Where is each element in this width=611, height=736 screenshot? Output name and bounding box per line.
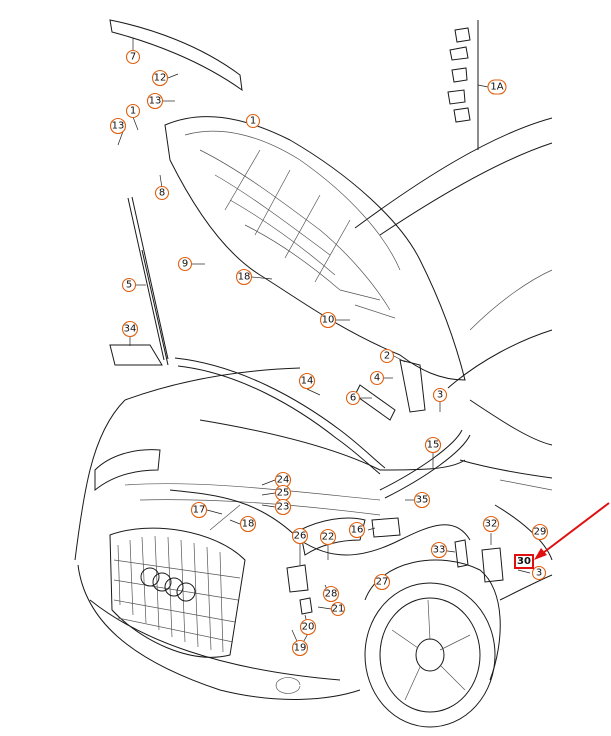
svg-text:3: 3 bbox=[437, 390, 443, 401]
callout-13: 13 bbox=[146, 92, 164, 110]
callout-5: 5 bbox=[121, 277, 137, 293]
gas-strut bbox=[127, 196, 169, 366]
svg-text:10: 10 bbox=[322, 315, 335, 326]
callout-2: 2 bbox=[379, 348, 395, 364]
svg-text:18: 18 bbox=[242, 519, 255, 530]
callout-26: 26 bbox=[291, 527, 309, 545]
callout-6: 6 bbox=[345, 390, 361, 406]
callout-12: 12 bbox=[151, 69, 169, 87]
hood-seal-strip bbox=[109, 19, 243, 92]
callout-18: 18 bbox=[239, 515, 257, 533]
svg-text:13: 13 bbox=[149, 96, 162, 107]
callout-14: 14 bbox=[298, 372, 316, 390]
callout-3: 3 bbox=[531, 565, 547, 581]
hood-hinge bbox=[354, 359, 426, 421]
svg-text:9: 9 bbox=[182, 259, 188, 270]
callout-18: 18 bbox=[235, 268, 253, 286]
svg-text:30: 30 bbox=[517, 556, 531, 567]
svg-text:3: 3 bbox=[536, 568, 542, 579]
svg-text:2: 2 bbox=[384, 351, 390, 362]
callout-29: 29 bbox=[531, 523, 549, 541]
callout-23: 23 bbox=[274, 498, 292, 516]
svg-text:21: 21 bbox=[332, 604, 345, 615]
svg-text:28: 28 bbox=[325, 589, 338, 600]
callout-32: 32 bbox=[482, 515, 500, 533]
svg-text:34: 34 bbox=[124, 324, 137, 335]
leader-lines bbox=[117, 38, 531, 649]
front-wheel bbox=[364, 559, 501, 728]
hood-panel bbox=[164, 116, 466, 381]
callout-28: 28 bbox=[322, 585, 340, 603]
callout-8: 8 bbox=[154, 185, 170, 201]
hood-latch bbox=[286, 564, 313, 615]
callout-1: 1 bbox=[125, 103, 141, 119]
fastener-kit-1A bbox=[447, 20, 489, 150]
svg-text:23: 23 bbox=[277, 502, 290, 513]
svg-text:33: 33 bbox=[433, 545, 446, 556]
svg-text:1A: 1A bbox=[490, 82, 503, 93]
svg-text:13: 13 bbox=[112, 121, 125, 132]
svg-text:12: 12 bbox=[154, 73, 167, 84]
callout-10: 10 bbox=[319, 311, 337, 329]
callout-25: 25 bbox=[274, 484, 292, 502]
callout-15: 15 bbox=[424, 436, 442, 454]
svg-text:6: 6 bbox=[350, 393, 356, 404]
callout-7: 7 bbox=[125, 49, 141, 65]
svg-text:22: 22 bbox=[322, 532, 335, 543]
callout-9: 9 bbox=[177, 256, 193, 272]
svg-text:29: 29 bbox=[534, 527, 547, 538]
seal-14 bbox=[174, 357, 386, 475]
part-16-block bbox=[371, 517, 401, 538]
svg-text:1: 1 bbox=[250, 116, 256, 127]
callout-21: 21 bbox=[330, 601, 346, 617]
callout-16: 16 bbox=[348, 521, 366, 539]
callout-1: 1 bbox=[245, 113, 261, 129]
callout-34: 34 bbox=[121, 320, 139, 338]
vehicle-body-outline bbox=[74, 117, 553, 700]
release-cable bbox=[169, 489, 471, 556]
bracket-33 bbox=[454, 539, 504, 583]
callout-13: 13 bbox=[109, 117, 127, 135]
svg-text:20: 20 bbox=[302, 622, 315, 633]
callout-20: 20 bbox=[299, 618, 317, 636]
callout-27: 27 bbox=[373, 573, 391, 591]
svg-text:8: 8 bbox=[159, 188, 165, 199]
svg-text:14: 14 bbox=[301, 376, 314, 387]
svg-text:17: 17 bbox=[193, 505, 206, 516]
callout-3: 3 bbox=[432, 387, 448, 403]
callout-35: 35 bbox=[413, 491, 431, 509]
callout-1A: 1A bbox=[487, 79, 507, 95]
svg-text:25: 25 bbox=[277, 488, 290, 499]
callout-22: 22 bbox=[319, 528, 337, 546]
svg-text:27: 27 bbox=[376, 577, 389, 588]
callout-4: 4 bbox=[369, 370, 385, 386]
callout-19: 19 bbox=[291, 639, 309, 657]
callout-17: 17 bbox=[190, 501, 208, 519]
bracket-34 bbox=[109, 344, 163, 366]
svg-text:35: 35 bbox=[416, 495, 429, 506]
svg-text:19: 19 bbox=[294, 643, 307, 654]
svg-text:16: 16 bbox=[351, 525, 364, 536]
svg-text:15: 15 bbox=[427, 440, 440, 451]
highlight-arrow bbox=[534, 502, 610, 560]
callout-33: 33 bbox=[430, 541, 448, 559]
svg-text:5: 5 bbox=[126, 280, 132, 291]
front-grille bbox=[109, 527, 246, 658]
svg-text:24: 24 bbox=[277, 475, 290, 486]
svg-text:7: 7 bbox=[130, 52, 136, 63]
svg-text:4: 4 bbox=[374, 373, 380, 384]
svg-text:32: 32 bbox=[485, 519, 498, 530]
svg-text:18: 18 bbox=[238, 272, 251, 283]
highlighted-part-30: 30 bbox=[514, 554, 534, 569]
svg-text:26: 26 bbox=[294, 531, 307, 542]
svg-text:1: 1 bbox=[130, 106, 136, 117]
